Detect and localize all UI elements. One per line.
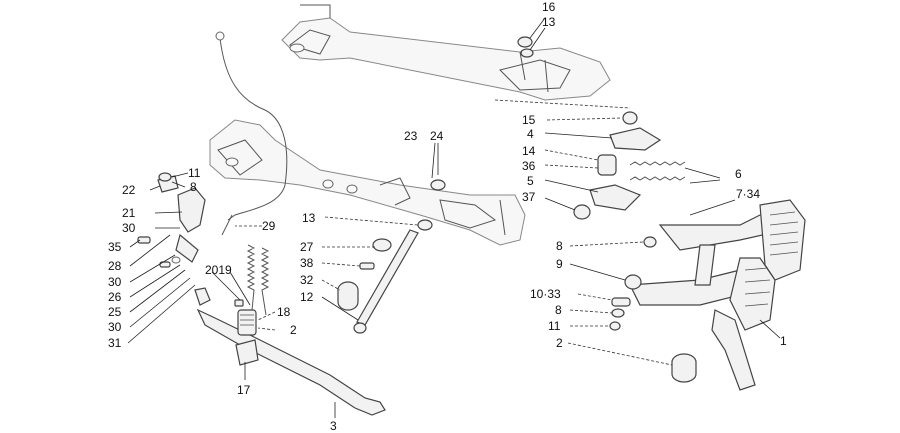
label-29: 29	[262, 219, 276, 233]
label-7-34: 7·34	[736, 187, 760, 201]
label-8: 8	[190, 180, 197, 194]
center-shaft-parts	[337, 179, 446, 334]
label-35: 35	[108, 240, 122, 254]
label-26: 26	[108, 290, 122, 304]
label-18: 18	[277, 305, 291, 319]
label-17: 17	[237, 383, 251, 397]
label-9: 9	[556, 257, 563, 271]
label-30: 30	[122, 221, 136, 235]
label-8: 8	[556, 239, 563, 253]
right-pedal-assembly	[517, 36, 806, 391]
label-4: 4	[527, 127, 534, 141]
brake-cable	[215, 31, 288, 236]
label-37: 37	[522, 190, 536, 204]
label-23: 23	[404, 129, 418, 143]
label-32: 32	[300, 273, 314, 287]
label-31: 31	[108, 336, 122, 350]
label-16: 16	[542, 0, 556, 14]
label-1: 1	[780, 334, 787, 348]
label-2: 2	[290, 323, 297, 337]
label-36: 36	[522, 159, 536, 173]
rear-brake-lever-assembly	[137, 172, 211, 306]
label-21: 21	[122, 206, 136, 220]
label-15: 15	[522, 113, 536, 127]
label-28: 28	[108, 259, 122, 273]
label-25: 25	[108, 305, 122, 319]
label-13: 13	[542, 15, 556, 29]
label-24: 24	[430, 129, 444, 143]
label-30: 30	[108, 275, 122, 289]
label-27: 27	[300, 240, 314, 254]
label-22: 22	[122, 183, 136, 197]
frame-top-beam	[281, 4, 611, 101]
frame-middle-body	[209, 119, 526, 246]
label-30: 30	[108, 320, 122, 334]
label-6: 6	[735, 167, 742, 181]
rear-brake-pedal-3	[196, 308, 386, 416]
label-11: 11	[188, 166, 201, 180]
label-14: 14	[522, 144, 536, 158]
label-10-33: 10·33	[530, 287, 561, 301]
label-5: 5	[527, 174, 534, 188]
leader-lines	[127, 17, 781, 418]
label-38: 38	[300, 256, 314, 270]
label-11: 11	[548, 319, 561, 333]
label-12: 12	[300, 290, 314, 304]
label-13: 13	[302, 211, 316, 225]
label-2: 2	[556, 336, 563, 350]
return-springs	[234, 244, 270, 316]
part-labels: 16 13 15 4 14 36 6 5 7·34 37 8 9 10·33 8…	[108, 0, 787, 433]
label-2019: 2019	[205, 263, 232, 277]
label-8: 8	[555, 303, 562, 317]
label-3: 3	[330, 419, 337, 433]
